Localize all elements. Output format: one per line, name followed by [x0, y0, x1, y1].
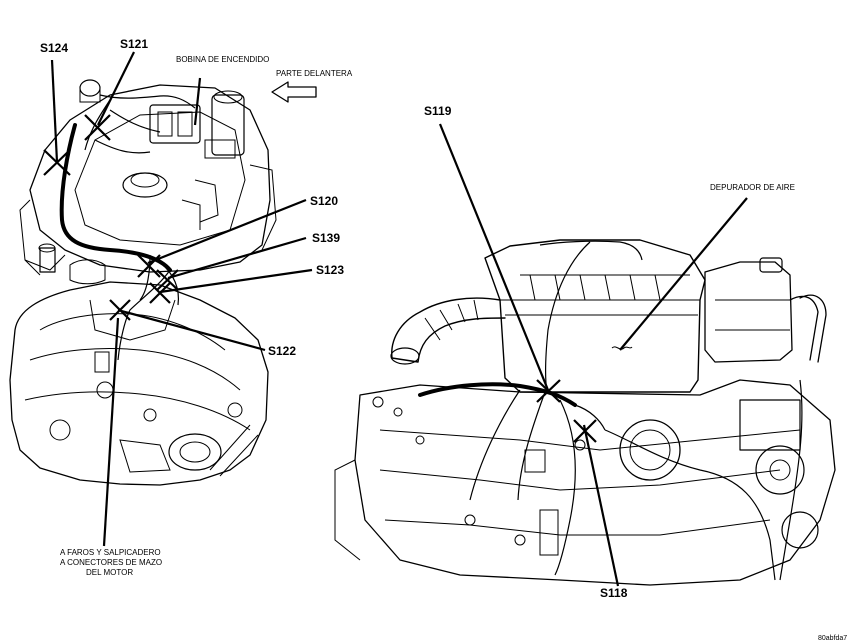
callout-s121: S121 [120, 37, 148, 51]
label-harness-line2: A CONECTORES DE MAZO [60, 558, 162, 567]
callout-s120: S120 [310, 194, 338, 208]
callout-s124: S124 [40, 41, 68, 55]
callout-s139: S139 [312, 231, 340, 245]
right-leader-lines [438, 123, 748, 587]
label-harness-line1: A FAROS Y SALPICADERO [60, 548, 161, 557]
label-harness-line3: DEL MOTOR [86, 568, 133, 577]
label-front: PARTE DELANTERA [276, 69, 353, 78]
front-arrow-icon [271, 81, 317, 103]
label-air-cleaner: DEPURADOR DE AIRE [710, 183, 795, 192]
callout-s119: S119 [424, 104, 452, 118]
left-leader-lines [43, 51, 313, 547]
left-engine-drawing [9, 79, 277, 486]
right-engine-drawing [334, 239, 836, 586]
figure-id: 80abfda7 [818, 635, 847, 642]
label-ignition-coil: BOBINA DE ENCENDIDO [176, 55, 269, 64]
callout-s118: S118 [600, 586, 628, 600]
callout-s123: S123 [316, 263, 344, 277]
callout-s122: S122 [268, 344, 296, 358]
